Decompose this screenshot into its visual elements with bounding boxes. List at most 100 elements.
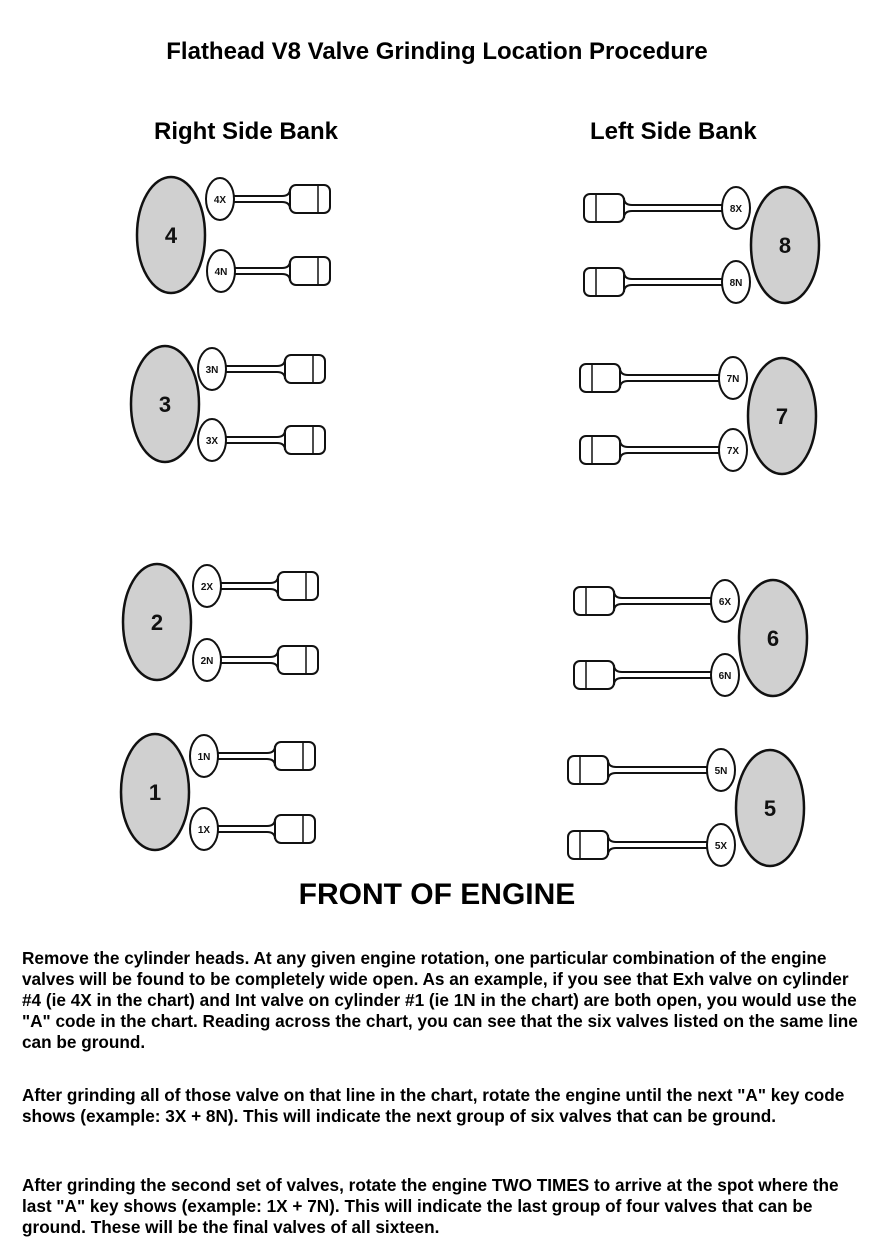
cylinder-8-number: 8 xyxy=(779,233,791,258)
cylinder-6-number: 6 xyxy=(767,626,779,651)
valve-4x-head xyxy=(205,177,235,221)
valve-7x-head xyxy=(718,428,748,472)
left-bank-cylinder-6: 6 6X 6N xyxy=(573,578,809,698)
right-bank-cylinder-2: 2 2X 2N xyxy=(121,562,319,682)
valve-1n-label: 1N xyxy=(198,752,211,763)
cylinder-3-number: 3 xyxy=(159,392,171,417)
valve-7x-flare-bottom xyxy=(619,452,629,461)
valve-7n-tappet xyxy=(579,363,621,393)
left-bank-title: Left Side Bank xyxy=(590,118,757,145)
valve-8n-flare-top xyxy=(623,271,633,280)
valve-3x-flare-bottom xyxy=(276,442,286,451)
valve-1x-flare-bottom xyxy=(266,831,276,840)
cylinder-4-bore xyxy=(135,175,207,295)
valve-4x-flare-bottom xyxy=(281,201,291,210)
valve-7n-flare-top xyxy=(619,367,629,376)
cylinder-4-number: 4 xyxy=(165,223,178,248)
valve-1x-tappet xyxy=(274,814,316,844)
valve-5x-label: 5X xyxy=(715,841,728,852)
valve-6n-label: 6N xyxy=(719,671,732,682)
left-bank-cylinder-8: 8 8X 8N xyxy=(583,185,821,305)
valve-2n-head xyxy=(192,638,222,682)
valve-7n-label: 7N xyxy=(727,374,740,385)
valve-5x-flare-top xyxy=(607,834,617,843)
valve-7n-head xyxy=(718,356,748,400)
valve-2x-head xyxy=(192,564,222,608)
valve-2n-flare-bottom xyxy=(269,662,279,671)
right-bank-cylinder-1: 1 1N 1X xyxy=(119,732,316,852)
cylinder-5-number: 5 xyxy=(764,796,776,821)
valve-8x-head xyxy=(721,186,751,230)
valve-3n-flare-bottom xyxy=(276,371,286,380)
valve-6n-flare-bottom xyxy=(613,677,623,686)
front-of-engine-label: FRONT OF ENGINE xyxy=(298,878,576,911)
valve-7x-label: 7X xyxy=(727,446,740,457)
valve-3x-flare-top xyxy=(276,429,286,438)
cylinder-3-bore xyxy=(129,344,201,464)
instruction-paragraph-2: After grinding all of those valve on tha… xyxy=(22,1085,845,1126)
valve-4n-tappet xyxy=(289,256,331,286)
cylinder-6-bore xyxy=(737,578,809,698)
cylinder-7-number: 7 xyxy=(776,404,788,429)
right-bank-title: Right Side Bank xyxy=(154,118,339,145)
valve-3x-head xyxy=(197,418,227,462)
instruction-paragraph-3: After grinding the second set of valves,… xyxy=(22,1175,839,1237)
valve-4n-flare-top xyxy=(281,260,291,269)
valve-5x-flare-bottom xyxy=(607,847,617,856)
valve-5x-tappet xyxy=(567,830,609,860)
valve-2n-label: 2N xyxy=(201,656,214,667)
valve-8n-tappet xyxy=(583,267,625,297)
valve-6n-tappet xyxy=(573,660,615,690)
cylinder-2-bore xyxy=(121,562,193,682)
valve-1x-flare-top xyxy=(266,818,276,827)
valve-4x-flare-top xyxy=(281,188,291,197)
instruction-paragraph-1: Remove the cylinder heads. At any given … xyxy=(22,948,858,1052)
valve-4n-head xyxy=(206,249,236,293)
valve-1n-head xyxy=(189,734,219,778)
valve-4x-tappet xyxy=(289,184,331,214)
valve-1n-flare-bottom xyxy=(266,758,276,767)
valve-6x-head xyxy=(710,579,740,623)
valve-6x-label: 6X xyxy=(719,597,732,608)
valve-5n-head xyxy=(706,748,736,792)
valve-6n-flare-top xyxy=(613,664,623,673)
valve-5n-flare-top xyxy=(607,759,617,768)
valve-1n-flare-top xyxy=(266,745,276,754)
valve-8n-flare-bottom xyxy=(623,284,633,293)
valve-5n-tappet xyxy=(567,755,609,785)
valve-2n-tappet xyxy=(277,645,319,675)
valve-3n-tappet xyxy=(284,354,326,384)
valve-6n-head xyxy=(710,653,740,697)
page-title: Flathead V8 Valve Grinding Location Proc… xyxy=(166,38,708,65)
valve-2n-flare-top xyxy=(269,649,279,658)
valve-7x-tappet xyxy=(579,435,621,465)
cylinder-2-number: 2 xyxy=(151,610,163,635)
valve-8x-tappet xyxy=(583,193,625,223)
valve-2x-label: 2X xyxy=(201,582,214,593)
valve-3x-tappet xyxy=(284,425,326,455)
valve-5x-head xyxy=(706,823,736,867)
valve-1x-label: 1X xyxy=(198,825,211,836)
valve-7n-flare-bottom xyxy=(619,380,629,389)
valve-3x-label: 3X xyxy=(206,436,219,447)
cylinder-8-bore xyxy=(749,185,821,305)
valve-3n-flare-top xyxy=(276,358,286,367)
valve-3n-head xyxy=(197,347,227,391)
cylinder-1-number: 1 xyxy=(149,780,161,805)
valve-6x-tappet xyxy=(573,586,615,616)
valve-5n-label: 5N xyxy=(715,766,728,777)
valve-1x-head xyxy=(189,807,219,851)
valve-8x-label: 8X xyxy=(730,204,743,215)
left-bank-cylinder-5: 5 5N 5X xyxy=(567,748,806,868)
valve-8n-label: 8N xyxy=(730,278,743,289)
valve-4n-label: 4N xyxy=(215,267,228,278)
cylinder-1-bore xyxy=(119,732,191,852)
valve-6x-flare-bottom xyxy=(613,603,623,612)
valve-1n-tappet xyxy=(274,741,316,771)
cylinder-7-bore xyxy=(746,356,818,476)
valve-6x-flare-top xyxy=(613,590,623,599)
valve-8x-flare-bottom xyxy=(623,210,633,219)
cylinder-5-bore xyxy=(734,748,806,868)
